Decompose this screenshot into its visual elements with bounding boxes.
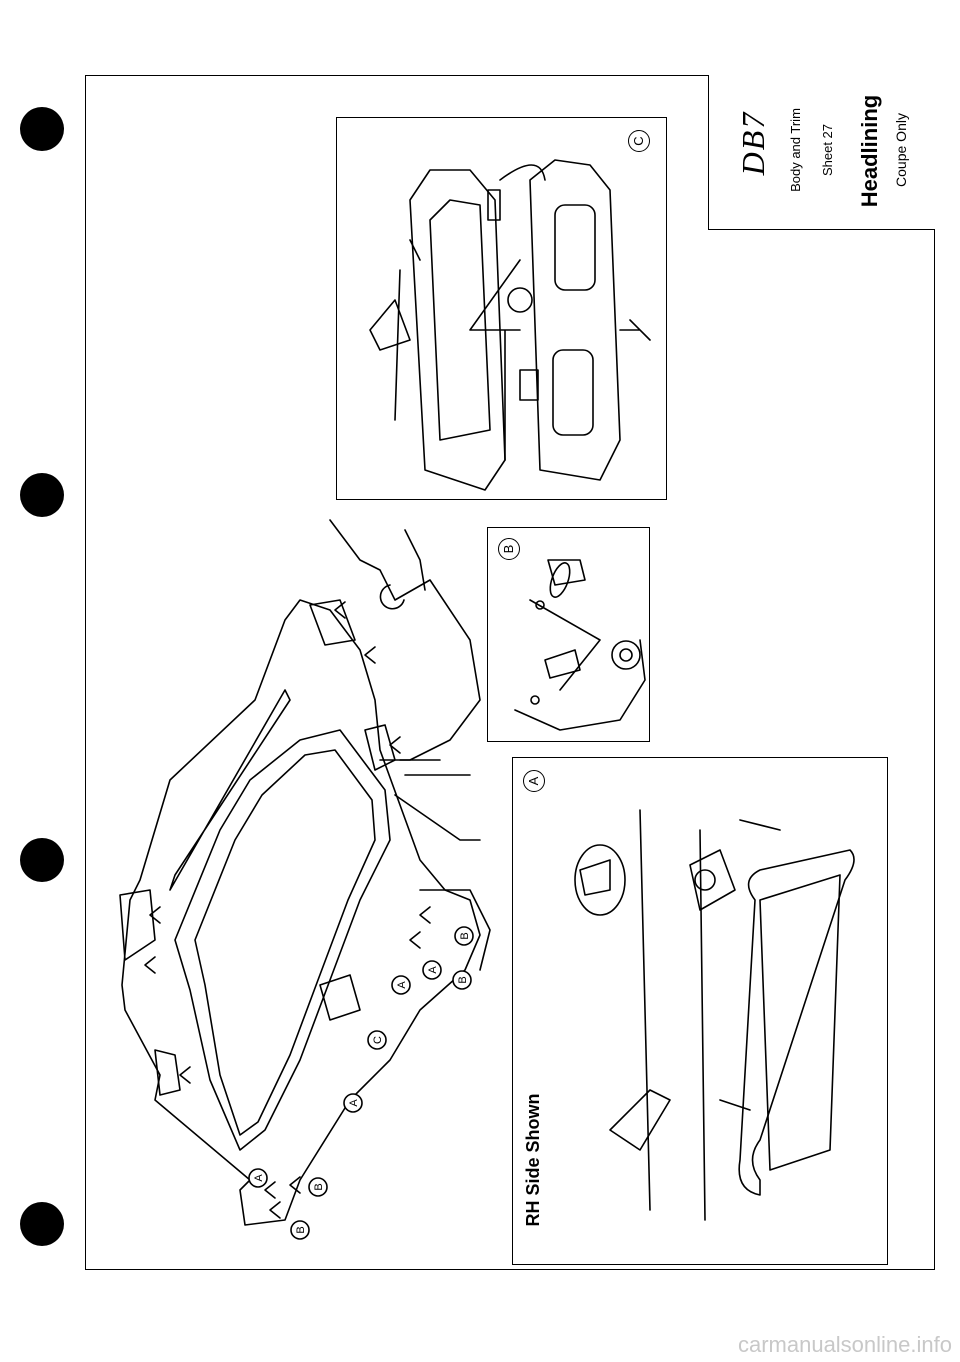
callout-b-2	[248, 1168, 268, 1188]
binder-hole-2	[20, 473, 64, 517]
detail-c-drawing	[369, 159, 651, 491]
callout-text-3: A	[348, 1099, 360, 1107]
callout-text-8: B	[459, 932, 471, 939]
headlining-panel	[119, 519, 491, 1226]
callout-a-4	[422, 960, 442, 980]
drawing-frame	[85, 75, 935, 1270]
binder-hole-3	[20, 838, 64, 882]
callout-circles	[248, 926, 474, 1240]
callout-text-5: A	[396, 981, 408, 989]
callout-b-1	[290, 1220, 310, 1240]
detail-c-panel: C	[336, 117, 667, 500]
binder-hole-1	[20, 107, 64, 151]
callout-b-4	[454, 926, 474, 946]
callout-text-4: C	[372, 1036, 384, 1044]
callout-text-0: B	[295, 1226, 307, 1233]
detail-b-drawing	[514, 559, 646, 731]
detail-a-drawing	[574, 809, 855, 1221]
callout-a-2	[343, 1093, 363, 1113]
fixing-arrows	[144, 601, 431, 1219]
detail-b-panel: B	[487, 527, 650, 742]
callout-text-6: A	[427, 966, 439, 974]
callout-text-7: B	[457, 976, 469, 983]
callout-text-1: A	[253, 1174, 265, 1182]
callout-a-3	[391, 975, 411, 995]
title-block: DB7 Body and Trim Sheet 27 Headlining Co…	[708, 75, 935, 230]
callout-text-2: B	[313, 1183, 325, 1190]
callout-letters: B A B A C A A B B	[253, 932, 471, 1233]
callout-c-1	[367, 1030, 387, 1050]
watermark: carmanualsonline.info	[737, 1332, 952, 1357]
binder-hole-4	[20, 1202, 64, 1246]
callout-b-3	[452, 970, 472, 990]
callout-a-1	[308, 1177, 328, 1197]
